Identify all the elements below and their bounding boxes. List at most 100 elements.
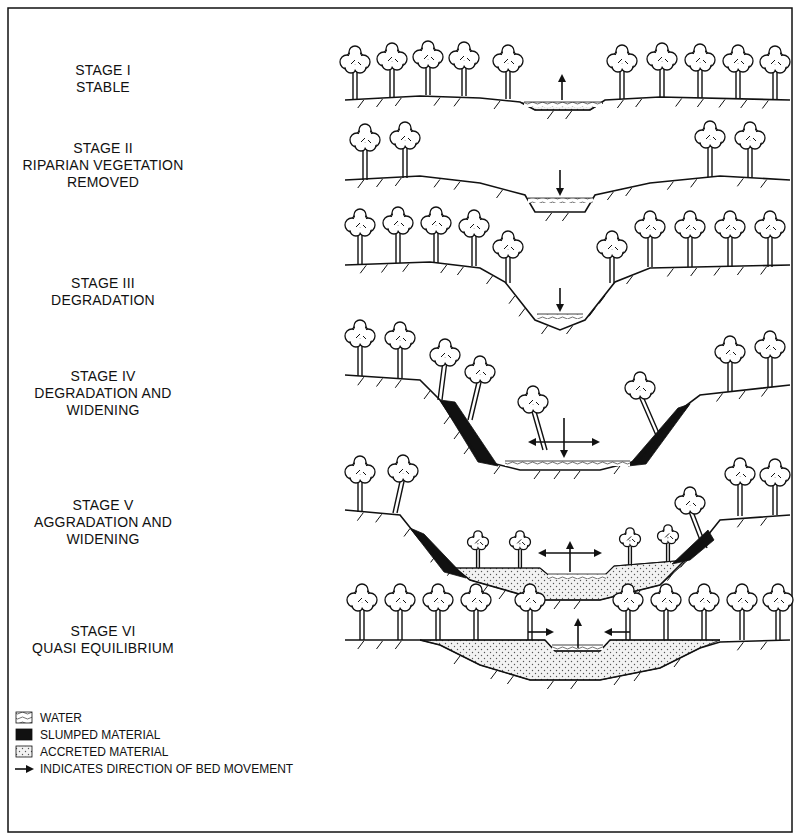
- ground-profile: [345, 375, 790, 470]
- ground-hatch: [614, 466, 620, 474]
- ground-hatch: [617, 100, 623, 108]
- bed-movement-arrow: [563, 418, 565, 456]
- ground-hatch: [507, 676, 513, 684]
- ground-hatch: [444, 416, 450, 424]
- tree-branch: [771, 60, 781, 65]
- ground-hatch: [697, 99, 703, 107]
- ground-hatch: [574, 471, 580, 479]
- tree-branch: [517, 539, 525, 545]
- stage-name: STABLE: [14, 79, 192, 96]
- tree-crown: [347, 584, 377, 611]
- accreted-material: [455, 560, 688, 600]
- legend-text: INDICATES DIRECTION OF BED MOVEMENT: [40, 762, 293, 776]
- ground-hatch: [377, 641, 383, 649]
- tree-trunk: [438, 361, 447, 400]
- tree-crown: [755, 331, 785, 358]
- tree-crown: [340, 46, 370, 73]
- ground-hatch: [661, 428, 667, 436]
- tree-trunk: [468, 378, 482, 420]
- water-line: [548, 574, 606, 575]
- tree-crown: [459, 210, 489, 237]
- ground-hatch: [377, 379, 383, 387]
- tree-trunk: [531, 408, 547, 450]
- tree-branch: [700, 598, 710, 603]
- stage-number: STAGE II: [14, 140, 192, 157]
- tree-crown: [625, 372, 655, 399]
- tree-crown: [461, 584, 491, 611]
- water-surface: [528, 198, 593, 203]
- legend-text: SLUMPED MATERIAL: [40, 728, 160, 742]
- ground-hatch: [547, 681, 553, 689]
- ground-hatch: [647, 444, 653, 452]
- ground-hatch: [357, 513, 363, 521]
- tree-branch: [608, 245, 618, 250]
- tree-crown: [620, 528, 641, 547]
- tree-branch: [356, 470, 366, 475]
- tree-branch: [646, 225, 656, 230]
- ground-hatch: [761, 267, 767, 275]
- tree-branch: [424, 55, 434, 60]
- stage-number: STAGE IV: [14, 368, 192, 385]
- ground-hatch: [739, 391, 745, 399]
- water-swatch: [16, 712, 32, 723]
- ground-hatch: [761, 642, 767, 650]
- ground-hatch: [714, 268, 720, 276]
- bed-movement-arrow: [561, 76, 563, 100]
- tree-crown: [518, 386, 548, 413]
- tree-crown: [689, 584, 719, 611]
- ground-profile: [345, 262, 790, 330]
- tree-branch: [432, 221, 442, 226]
- tree-branch: [618, 59, 628, 64]
- ground-hatch: [636, 99, 642, 107]
- tree-crown: [760, 46, 790, 73]
- ground-hatch: [454, 656, 460, 664]
- ground-hatch: [519, 308, 525, 316]
- stage-name: QUASI EQUILIBRIUM: [14, 640, 192, 657]
- slumped-material: [440, 400, 498, 466]
- tree-crown: [383, 207, 413, 234]
- tree-crown: [390, 122, 420, 149]
- tree-branch: [358, 598, 368, 603]
- tree-crown: [345, 209, 375, 236]
- ground-hatch: [358, 641, 364, 649]
- ground-hatch: [676, 99, 682, 107]
- frame: [8, 8, 792, 832]
- tree-branch: [636, 386, 646, 391]
- tree-branch: [460, 56, 470, 61]
- tree-branch: [356, 223, 366, 228]
- ground-hatch: [494, 101, 500, 109]
- ground-hatch: [607, 192, 613, 200]
- ground-hatch: [395, 178, 401, 186]
- tree-branch: [475, 539, 483, 545]
- tree-crown: [727, 584, 757, 611]
- tree-branch: [766, 345, 776, 350]
- tree-crown: [613, 584, 643, 611]
- legend-text: WATER: [40, 711, 82, 725]
- ground-hatch: [487, 276, 493, 284]
- ground-hatch: [571, 681, 577, 689]
- tree-branch: [665, 533, 673, 539]
- tree-crown: [715, 336, 745, 363]
- ground-hatch: [562, 213, 568, 221]
- tree-crown: [345, 320, 375, 347]
- tree-branch: [771, 473, 781, 478]
- ground-hatch: [509, 296, 515, 304]
- tree-crown: [715, 211, 745, 238]
- ground-hatch: [762, 389, 768, 397]
- stage-name: RIPARIAN VEGETATION REMOVED: [14, 157, 192, 191]
- ground-hatch: [546, 213, 552, 221]
- ground-hatch: [395, 98, 401, 106]
- ground-hatch: [542, 326, 548, 334]
- tree-branch: [738, 598, 748, 603]
- ground-hatch: [382, 265, 388, 273]
- tree-branch: [526, 598, 536, 603]
- tree-crown: [685, 44, 715, 71]
- tree-crown: [493, 45, 523, 72]
- water-surface: [548, 574, 606, 579]
- bed-movement-arrow: [569, 543, 571, 572]
- tree-crown: [760, 459, 790, 486]
- tree-crown: [465, 356, 495, 383]
- ground-hatch: [376, 514, 382, 522]
- tree-branch: [726, 350, 736, 355]
- ground-hatch: [762, 101, 768, 109]
